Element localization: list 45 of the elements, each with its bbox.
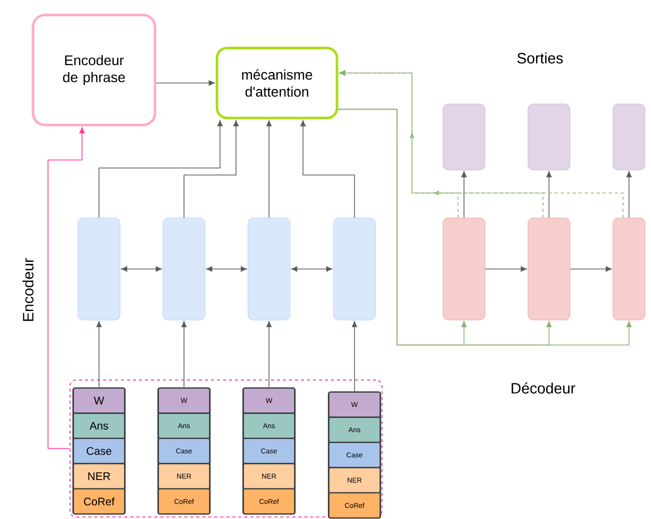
feature-cell: CoRef: [73, 488, 125, 514]
feature-stack: [72, 387, 126, 515]
attention-box: mécanisme d'attention: [216, 46, 338, 120]
feature-cell: Ans: [73, 413, 125, 439]
arrow: [266, 120, 272, 218]
arrow: [338, 108, 632, 346]
feature-cell: Case: [73, 438, 125, 464]
arrow: [300, 120, 355, 218]
encoder-box: [333, 218, 376, 320]
decoder-box: [442, 218, 486, 320]
arrow: [546, 171, 552, 218]
feature-stack: [328, 391, 382, 519]
output-box: [612, 104, 646, 170]
arrow: [352, 321, 358, 392]
sentence-encoder-box: Encodeur de phrase: [32, 14, 156, 126]
double-arrow: [291, 266, 332, 272]
decoder-box: [612, 218, 646, 320]
feature-cell: NER: [73, 463, 125, 489]
dashed-arrow: [339, 70, 624, 218]
arrow: [96, 321, 102, 388]
decoder-box: [528, 218, 570, 320]
arrow: [98, 120, 223, 218]
feature-stack: [242, 387, 296, 515]
double-arrow: [121, 266, 162, 272]
arrow: [484, 266, 527, 272]
encoder-box: [162, 218, 206, 320]
arrow: [570, 266, 612, 272]
encoder-box: [248, 218, 290, 320]
arrow: [48, 127, 85, 449]
feature-cell: W: [73, 388, 125, 414]
output-box: [442, 104, 486, 170]
arrow: [266, 321, 272, 388]
double-arrow: [206, 266, 247, 272]
arrow: [461, 171, 467, 218]
section-label: Encodeur: [22, 258, 34, 321]
arrow: [184, 120, 239, 218]
section-label: Sorties: [517, 52, 563, 64]
arrow: [626, 171, 632, 218]
arrow: [156, 80, 215, 86]
feature-group: [70, 379, 382, 518]
output-box: [528, 104, 570, 170]
feature-stack: [157, 387, 211, 515]
arrow: [181, 321, 187, 388]
section-label: Décodeur: [512, 382, 576, 394]
encoder-box: [78, 218, 120, 320]
